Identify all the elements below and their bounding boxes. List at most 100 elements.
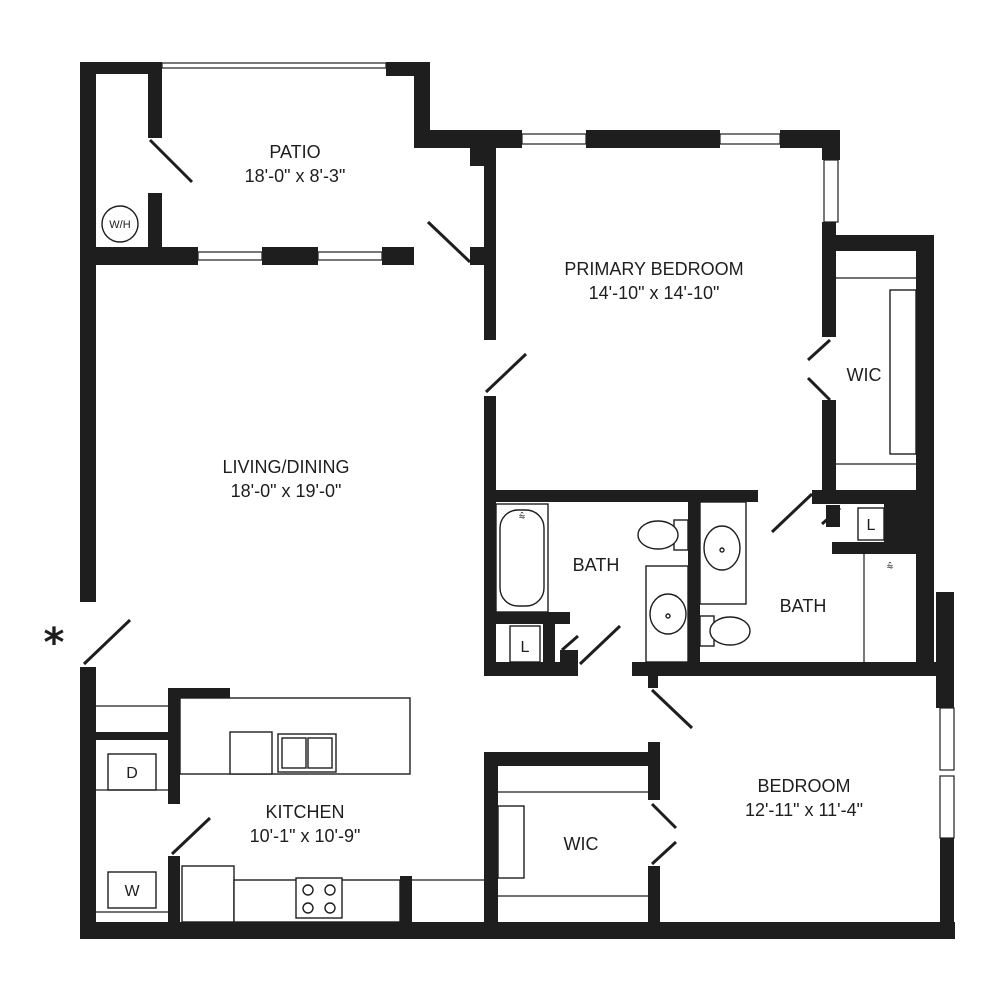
wall-laundry-east-lower: [168, 856, 180, 926]
wall-wic2-north: [484, 752, 656, 766]
living-dining-name: LIVING/DINING: [222, 457, 349, 477]
stove-burner-4: [324, 902, 336, 914]
window-primary-north-2: [719, 133, 781, 145]
wall-living-primary-upper: [484, 148, 496, 340]
wall-patio-south-1: [80, 247, 198, 265]
door-bedroom: [650, 688, 694, 730]
wall-linen-block: [884, 496, 924, 546]
wall-east-upper: [916, 235, 934, 675]
wic-bedroom-name: WIC: [564, 834, 599, 854]
entry-marker: *: [44, 620, 65, 666]
door-laundry: [170, 816, 212, 856]
bedroom-dimensions: 12'-11" x 11'-4": [745, 800, 863, 820]
bedroom-name: BEDROOM: [757, 776, 850, 796]
wall-patio-east: [414, 62, 430, 148]
toilet-1-bowl: [637, 520, 679, 550]
window-living-north-2: [317, 251, 383, 261]
wall-primary-north-a: [414, 130, 522, 148]
patio-name: PATIO: [269, 142, 320, 162]
window-primary-north-1: [521, 133, 587, 145]
window-bedroom-east-1: [939, 707, 955, 771]
washer: [107, 871, 157, 909]
stove-burner-3: [302, 902, 314, 914]
kitchen-sink-left: [281, 737, 307, 769]
tub-faucet-icon: ⩯: [519, 511, 525, 523]
patio-dimensions: 18'-0" x 8'-3": [245, 166, 346, 186]
wall-west-lower: [80, 667, 96, 939]
wall-laundry-east: [168, 724, 180, 804]
kitchen-sink-right: [307, 737, 333, 769]
wall-east-mid: [936, 592, 954, 708]
door-linen2: [821, 506, 841, 526]
primary-bedroom-name: PRIMARY BEDROOM: [564, 259, 743, 279]
toilet-2-bowl: [709, 616, 751, 646]
door-wic-lower: [806, 376, 832, 402]
door-linen1: [561, 634, 579, 652]
windows: [161, 62, 955, 839]
water-heater-icon: [101, 205, 139, 243]
wall-patio-south-3: [382, 247, 414, 265]
shower-head-icon: ⩯: [887, 561, 893, 573]
door-entry: [82, 618, 132, 666]
door-wic-upper: [806, 338, 832, 362]
wall-patio-closet-upper: [148, 62, 162, 138]
wall-wic2-west: [484, 752, 498, 938]
window-primary-east: [823, 159, 839, 223]
stove-burner-1: [302, 884, 314, 896]
door-primary-bedroom: [484, 352, 528, 394]
wall-wic-north: [822, 235, 932, 251]
door-bath2: [770, 492, 814, 534]
wic2-shelf-west: [497, 805, 525, 879]
linen-label-2: L: [867, 517, 876, 534]
wall-living-primary-stub: [470, 247, 496, 265]
window-patio-north: [161, 62, 387, 69]
wall-patio-closet-lower: [148, 193, 162, 251]
wall-wic2-east-lower: [648, 866, 660, 936]
wall-bath-divider: [688, 496, 700, 666]
refrigerator: [181, 865, 235, 923]
wall-kitchen-stub: [400, 876, 412, 926]
wall-laundry-north: [90, 732, 170, 740]
door-patio: [426, 220, 472, 264]
door-bath1: [578, 624, 622, 666]
wall-bedroom-jamb: [648, 674, 658, 688]
stove-burner-2: [324, 884, 336, 896]
bath-1-name: BATH: [573, 555, 620, 575]
door-patio-closet: [148, 138, 194, 184]
wic-shelf-east: [889, 289, 917, 455]
wall-linen-south: [832, 542, 920, 554]
door-wic2-lower: [650, 840, 678, 866]
linen-closet-2: [857, 507, 885, 541]
wall-living-primary-lower: [484, 396, 496, 676]
wall-patio-south-2: [262, 247, 318, 265]
wall-bath1-linen-top: [490, 612, 570, 624]
wic-primary-name: WIC: [847, 365, 882, 385]
sink-2-drain: [719, 547, 725, 553]
walls: [80, 62, 955, 939]
linen-label-1: L: [521, 639, 530, 656]
kitchen-dimensions: 10'-1" x 10'-9": [250, 826, 361, 846]
washer-label: W: [124, 883, 140, 900]
wall-bath-south: [632, 662, 954, 676]
bathtub-inner: [499, 509, 545, 607]
dryer-label: D: [126, 765, 138, 782]
wall-wic2-east-upper: [648, 742, 660, 800]
dishwasher: [229, 731, 273, 775]
wall-patio-north-left: [80, 62, 162, 74]
sink-1-drain: [665, 613, 671, 619]
living-dining-dimensions: 18'-0" x 19'-0": [231, 481, 342, 501]
primary-bedroom-dimensions: 14'-10" x 14'-10": [589, 283, 720, 303]
wall-bath1-door-jamb: [560, 650, 578, 664]
fixtures: W/H L ⩯ ⩯ L: [96, 205, 917, 923]
wall-south: [80, 922, 955, 939]
doors: [82, 138, 841, 866]
window-living-north-1: [197, 251, 263, 261]
wall-bath-north: [484, 490, 758, 502]
stove: [295, 877, 343, 919]
wall-primary-ne-corner: [822, 130, 840, 160]
wall-east-lower: [940, 838, 954, 938]
room-labels: PATIO 18'-0" x 8'-3" PRIMARY BEDROOM 14'…: [44, 142, 882, 854]
door-wic2-upper: [650, 802, 678, 830]
kitchen-name: KITCHEN: [265, 802, 344, 822]
